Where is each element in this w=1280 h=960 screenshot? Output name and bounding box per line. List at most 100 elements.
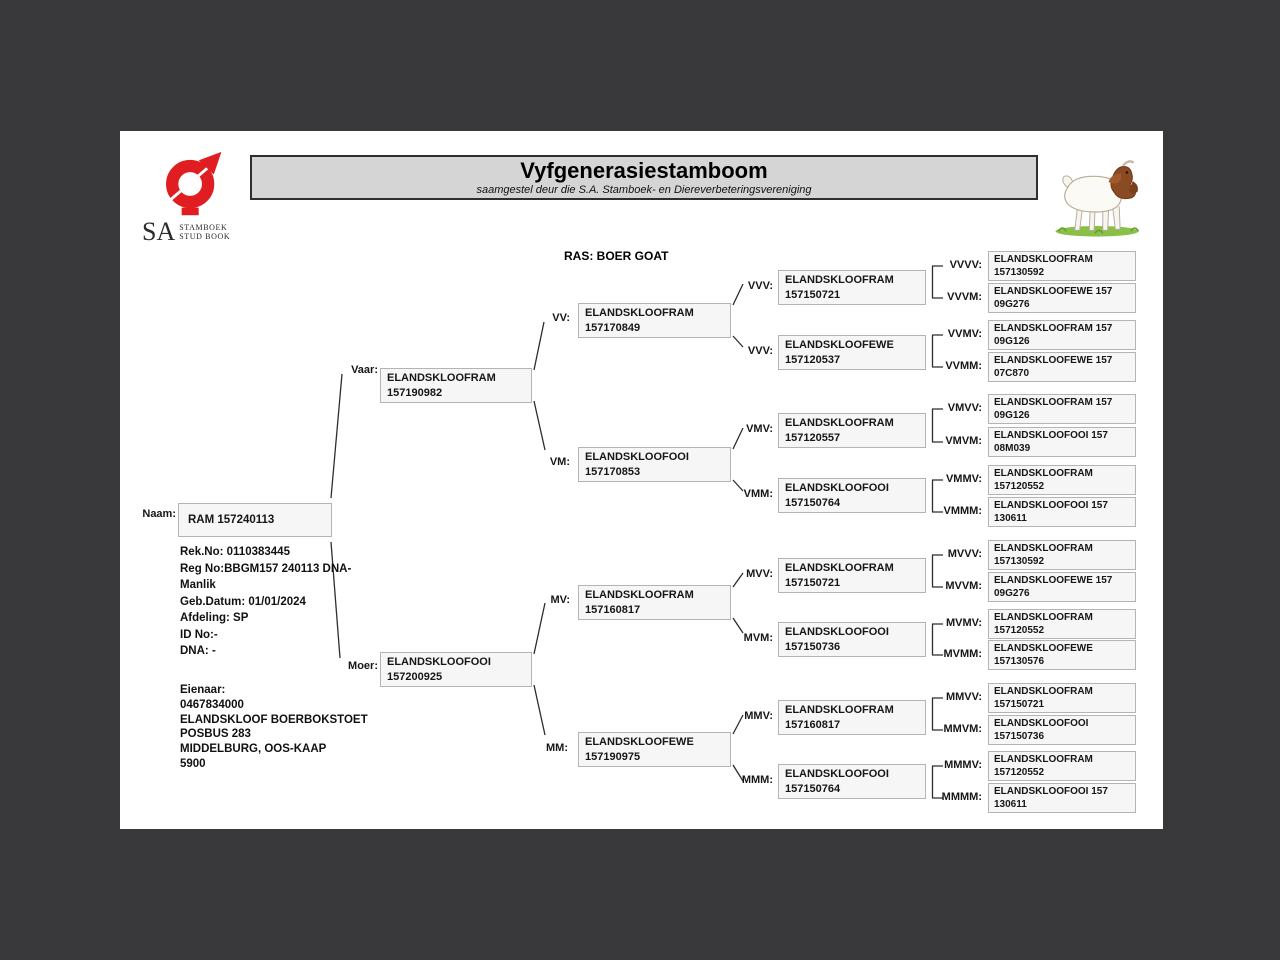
owner-detail-line: POSBUS 283 (180, 728, 251, 741)
animal-number: 09G126 (994, 409, 1030, 421)
pedigree-node-vvv: ELANDSKLOOFRAM 157150721 (778, 270, 926, 305)
sa-studbook-logo: SA STAMBOEK STUD BOOK (142, 149, 272, 246)
boer-goat-illustration-image (1055, 160, 1140, 237)
pedigree-document-page: SA STAMBOEK STUD BOOK Vyfgenerasiestambo… (120, 131, 1163, 829)
animal-number: 130611 (994, 798, 1027, 810)
pedigree-label-vvvm: VVVM: (947, 291, 982, 303)
animal-number: 157120552 (994, 624, 1045, 636)
pedigree-node-mmmv: ELANDSKLOOFRAM 157120552 (988, 751, 1136, 781)
logo-sa-text: SA (142, 217, 176, 246)
pedigree-node-mmvm: ELANDSKLOOFOOI 157150736 (988, 715, 1136, 745)
tree-bracket-lines (931, 265, 943, 799)
animal-name: ELANDSKLOOFRAM 157 (994, 397, 1113, 408)
subject-detail-line: DNA: - (180, 645, 216, 657)
logo-studbook-text: STUD BOOK (179, 232, 231, 241)
animal-name: ELANDSKLOOFRAM (994, 254, 1093, 265)
animal-name: ELANDSKLOOFEWE (585, 736, 694, 748)
pedigree-label-vmm: VMM: (743, 488, 773, 500)
animal-number: 08M039 (994, 442, 1031, 454)
animal-name: ELANDSKLOOFRAM (585, 307, 694, 319)
pedigree-node-mm: ELANDSKLOOFEWE 157190975 (578, 732, 731, 767)
subject-detail-line: Afdeling: SP (180, 612, 249, 624)
pedigree-node-vvm: ELANDSKLOOFEWE 157120537 (778, 335, 926, 370)
animal-number: 157120557 (785, 431, 841, 444)
pedigree-label-vvm: VVV: (747, 345, 773, 357)
pedigree-label-moer: Moer: (348, 660, 378, 672)
pedigree-label-mvm: MVM: (743, 632, 773, 644)
pedigree-label-vm: VM: (549, 456, 570, 468)
animal-number: 157150736 (785, 640, 841, 653)
owner-detail-line: 0467834000 (180, 698, 244, 711)
animal-number: 157170853 (585, 465, 641, 478)
animal-number: 09G276 (994, 298, 1030, 310)
subject-detail-line: Rek.No: 0110383445 (180, 546, 290, 558)
pedigree-node-vv: ELANDSKLOOFRAM 157170849 (578, 303, 731, 338)
page-subtitle: saamgestel deur die S.A. Stamboek- en Di… (476, 184, 812, 196)
animal-number: 157120552 (994, 766, 1045, 778)
pedigree-node-vmvv: ELANDSKLOOFRAM 157 09G126 (988, 394, 1136, 424)
pedigree-node-mmm: ELANDSKLOOFOOI 157150764 (778, 764, 926, 799)
pedigree-node-vmvm: ELANDSKLOOFOOI 157 08M039 (988, 427, 1136, 457)
pedigree-label-mvvm: MVVM: (945, 580, 982, 592)
animal-name: ELANDSKLOOFRAM (785, 274, 894, 286)
animal-number: 157150721 (785, 288, 841, 301)
logo-stamboek-text: STAMBOEK (179, 223, 228, 232)
pedigree-label-mmvm: MMVM: (943, 723, 983, 735)
owner-detail-line: ELANDSKLOOF BOERBOKSTOET (180, 713, 368, 726)
animal-name: ELANDSKLOOFRAM 157 (994, 323, 1113, 334)
pedigree-node-mvvv: ELANDSKLOOFRAM 157130592 (988, 540, 1136, 570)
owner-details: Eienaar: 0467834000 ELANDSKLOOF BOERBOKS… (180, 683, 440, 772)
animal-name: ELANDSKLOOFOOI 157 (994, 786, 1108, 797)
pedigree-label-vvmv: VVMV: (947, 328, 982, 340)
animal-number: 157120552 (994, 480, 1045, 492)
pedigree-label-vvvv: VVVV: (949, 259, 982, 271)
animal-number: 157150721 (785, 576, 841, 589)
animal-number: 09G126 (994, 335, 1030, 347)
pedigree-label-mvmm: MVMM: (943, 648, 983, 660)
subject-detail-line: ID No:- (180, 628, 218, 641)
animal-number: 07C870 (994, 367, 1030, 379)
animal-number: 157150721 (994, 698, 1045, 710)
subject-detail-line: Manlik (180, 579, 216, 591)
animal-number: 09G276 (994, 587, 1030, 599)
pedigree-label-mmm: MMM: (741, 774, 773, 786)
pedigree-node-mvmm: ELANDSKLOOFEWE 157130576 (988, 640, 1136, 670)
owner-detail-line: 5900 (180, 757, 206, 770)
pedigree-label-mm: MM: (546, 742, 568, 754)
animal-name: ELANDSKLOOFRAM (994, 686, 1093, 697)
pedigree-node-mmmm: ELANDSKLOOFOOI 157 130611 (988, 783, 1136, 813)
animal-number: 157190975 (585, 750, 641, 763)
owner-detail-line: Eienaar: (180, 684, 226, 696)
animal-name: ELANDSKLOOFEWE 157 (994, 286, 1113, 297)
pedigree-node-vvmm: ELANDSKLOOFEWE 157 07C870 (988, 352, 1136, 382)
page-title: Vyfgenerasiestamboom (520, 158, 768, 183)
pedigree-label-vmvv: VMVV: (947, 402, 982, 414)
title-banner: Vyfgenerasiestamboom saamgestel deur die… (250, 155, 1038, 200)
animal-number: 157150736 (994, 730, 1045, 742)
animal-name: ELANDSKLOOFEWE 157 (994, 575, 1113, 586)
animal-name: ELANDSKLOOFOOI 157 (994, 500, 1108, 511)
animal-number: 157120537 (785, 353, 841, 366)
animal-name: ELANDSKLOOFRAM (387, 372, 496, 384)
pedigree-node-vmm: ELANDSKLOOFOOI 157150764 (778, 478, 926, 513)
animal-name: ELANDSKLOOFRAM (994, 754, 1093, 765)
animal-name: ELANDSKLOOFEWE 157 (994, 355, 1113, 366)
pedigree-label-vmvm: VMVM: (945, 435, 982, 447)
animal-name: ELANDSKLOOFRAM (785, 562, 894, 574)
pedigree-node-vvmv: ELANDSKLOOFRAM 157 09G126 (988, 320, 1136, 350)
pedigree-label-vvv: VVV: (747, 280, 773, 292)
pedigree-node-vvvm: ELANDSKLOOFEWE 157 09G276 (988, 283, 1136, 313)
subject-name-label: Naam: (142, 508, 176, 520)
subject-name-box: RAM 157240113 (178, 503, 332, 537)
pedigree-label-vaar: Vaar: (351, 364, 378, 376)
pedigree-node-mmv: ELANDSKLOOFRAM 157160817 (778, 700, 926, 735)
animal-number: 157160817 (785, 718, 841, 731)
animal-name: ELANDSKLOOFEWE (785, 339, 894, 351)
pedigree-label-mvmv: MVMV: (945, 617, 982, 629)
pedigree-node-vvvv: ELANDSKLOOFRAM 157130592 (988, 251, 1136, 281)
animal-number: 157200925 (387, 670, 443, 683)
sa-studbook-logo-text: SA STAMBOEK STUD BOOK (142, 217, 272, 246)
animal-name: ELANDSKLOOFOOI (585, 451, 689, 463)
pedigree-label-mmv: MMV: (744, 710, 773, 722)
animal-name: ELANDSKLOOFOOI (994, 718, 1089, 729)
